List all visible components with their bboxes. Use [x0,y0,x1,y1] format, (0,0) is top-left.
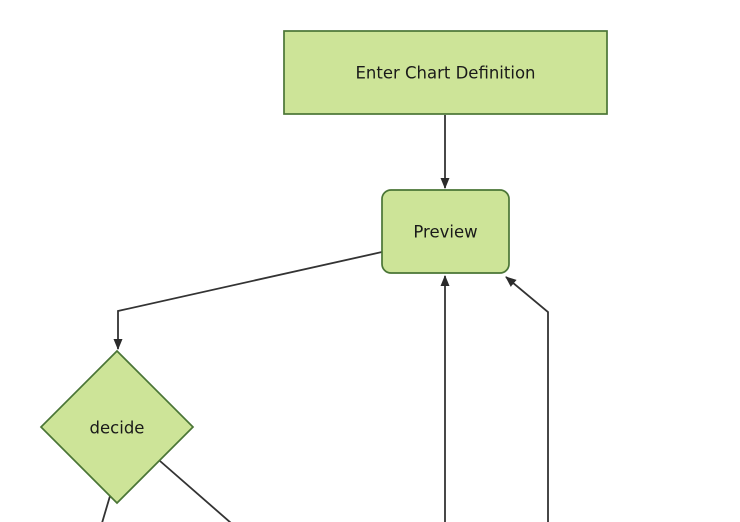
node-preview-shape [381,189,510,274]
node-enter-chart-definition-label: Enter Chart Definition [355,64,535,83]
node-enter-chart-definition: Enter Chart Definition [283,30,608,115]
node-enter-chart-definition-shape [283,30,608,115]
edge-decide-to-offscreen-left [101,495,111,522]
node-decide-shape [39,349,195,505]
node-preview: Preview [381,189,510,274]
node-preview-label: Preview [413,223,477,242]
edge-offscreen-to-preview-angled [505,276,549,522]
node-decide: decide [39,349,195,505]
node-decide-label: decide [90,419,145,438]
edge-decide-to-offscreen-right [159,460,232,522]
edge-preview-to-decide [113,251,383,350]
